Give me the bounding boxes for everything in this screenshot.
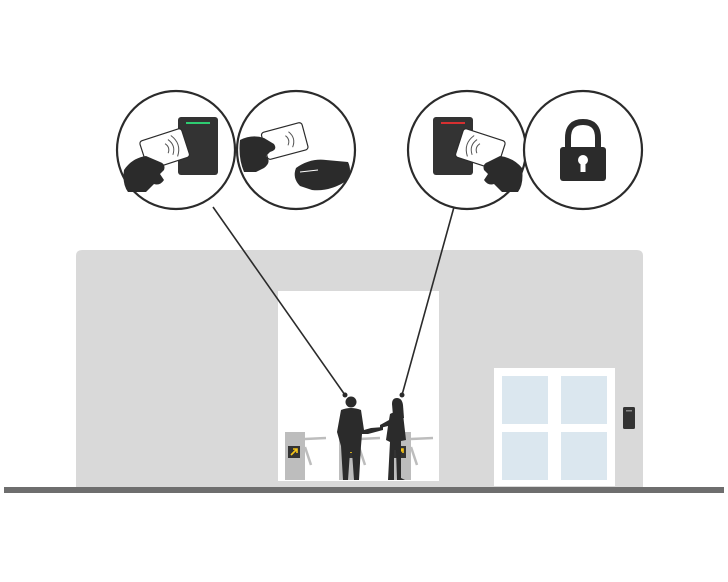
padlock-icon bbox=[560, 118, 606, 181]
door-pane-top-left bbox=[502, 376, 548, 424]
nfc-wave-icon bbox=[285, 131, 295, 148]
callout-card-tap-denied bbox=[406, 89, 528, 211]
side-door bbox=[494, 368, 615, 486]
keyhole-slot bbox=[580, 160, 586, 172]
nfc-wave-icon bbox=[164, 135, 180, 157]
callout-locked bbox=[522, 89, 644, 211]
head bbox=[345, 396, 357, 408]
turnstile-arm-lower bbox=[409, 446, 419, 466]
reader-led-green bbox=[186, 122, 210, 124]
person-man bbox=[337, 396, 383, 480]
reader-led-red bbox=[441, 122, 465, 124]
wall-reader-body bbox=[623, 407, 635, 429]
leader-dot-left bbox=[342, 392, 348, 398]
arrow-icon bbox=[290, 448, 298, 456]
hand bbox=[123, 156, 165, 192]
door-pane-top-right bbox=[561, 376, 607, 424]
hand-receiving bbox=[294, 159, 350, 191]
padlock-shackle bbox=[565, 118, 601, 148]
leader-line-right bbox=[401, 206, 455, 396]
leader-line-left bbox=[212, 206, 346, 396]
turnstile-arm bbox=[304, 436, 327, 441]
body bbox=[337, 408, 383, 480]
card-tap-granted-icon bbox=[123, 117, 218, 192]
turnstile-arm bbox=[358, 436, 381, 441]
door-pane-bottom-left bbox=[502, 432, 548, 480]
nfc-wave-icon bbox=[465, 135, 481, 157]
hand-detail bbox=[299, 169, 319, 173]
door-pane-bottom-right bbox=[561, 432, 607, 480]
card-tap-denied-icon bbox=[433, 117, 523, 192]
body bbox=[380, 412, 406, 480]
access-card bbox=[454, 128, 506, 170]
leader-dot-right bbox=[399, 392, 405, 398]
callout-card-tap-granted bbox=[115, 89, 237, 211]
callout-card-handover bbox=[235, 89, 357, 211]
wall-reader-led bbox=[626, 410, 632, 412]
turnstile-left bbox=[285, 432, 327, 480]
ground-line bbox=[4, 487, 724, 493]
hand bbox=[483, 156, 523, 192]
card-handover-icon bbox=[239, 122, 350, 191]
turnstile-arm-lower bbox=[303, 446, 313, 466]
hand-giving bbox=[239, 136, 276, 172]
turnstile-arm bbox=[410, 436, 434, 441]
person-woman bbox=[380, 398, 406, 480]
reader-device bbox=[178, 117, 218, 175]
wall-card-reader bbox=[623, 407, 635, 429]
